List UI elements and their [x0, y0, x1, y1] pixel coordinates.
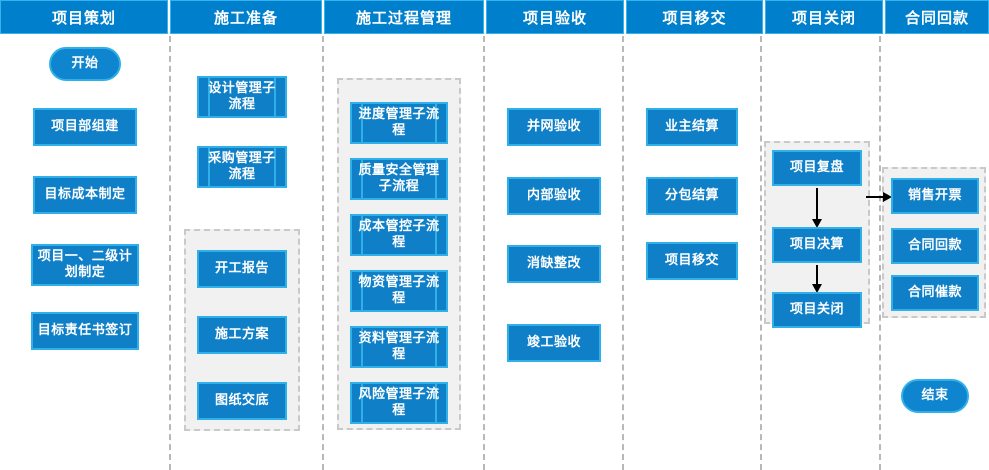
node-construction-plan[interactable]: 施工方案	[197, 316, 287, 354]
node-design-management-subprocess[interactable]: 设计管理子流程	[197, 76, 287, 118]
phase-header-label: 项目关闭	[791, 8, 856, 27]
connector-review-to-final-account	[812, 188, 822, 228]
node-project-final-account[interactable]: 项目决算	[772, 227, 862, 263]
node-label: 业主结算	[664, 119, 719, 134]
node-completion-acceptance[interactable]: 竣工验收	[507, 324, 601, 362]
phase-header-label: 合同回款	[904, 8, 969, 27]
node-label: 销售开票	[907, 188, 962, 203]
node-start-work-report[interactable]: 开工报告	[197, 250, 287, 288]
phase-header-row: 项目策划 施工准备 施工过程管理 项目验收 项目移交 项目关闭 合同回款	[0, 0, 989, 34]
node-label: 风险管理子流程	[358, 387, 440, 418]
node-label: 项目一、二级计划制定	[37, 249, 133, 280]
node-owner-settlement[interactable]: 业主结算	[646, 108, 738, 146]
node-subcontract-settlement[interactable]: 分包结算	[646, 177, 738, 215]
phase-header-handover[interactable]: 项目移交	[626, 0, 763, 34]
node-label: 竣工验收	[526, 335, 581, 350]
node-internal-acceptance[interactable]: 内部验收	[507, 177, 601, 215]
node-label: 合同回款	[907, 238, 962, 253]
phase-header-label: 施工过程管理	[355, 8, 452, 27]
node-target-cost[interactable]: 目标成本制定	[33, 176, 137, 214]
node-label: 物资管理子流程	[358, 275, 440, 306]
node-end[interactable]: 结束	[901, 379, 969, 413]
node-label: 目标成本制定	[44, 187, 126, 202]
phase-header-preparation[interactable]: 施工准备	[170, 0, 322, 34]
node-label: 设计管理子流程	[208, 81, 276, 112]
node-cost-control-subprocess[interactable]: 成本管控子流程	[350, 214, 448, 256]
node-risk-management-subprocess[interactable]: 风险管理子流程	[350, 382, 448, 424]
node-label: 内部验收	[526, 188, 581, 203]
node-label: 开工报告	[214, 261, 269, 276]
phase-header-label: 项目移交	[662, 8, 727, 27]
node-contract-payment[interactable]: 合同回款	[891, 228, 979, 264]
phase-header-label: 项目策划	[51, 8, 116, 27]
node-drawing-disclosure[interactable]: 图纸交底	[197, 382, 287, 420]
node-label: 项目复盘	[789, 160, 844, 175]
node-label: 消缺整改	[526, 256, 581, 271]
node-label: 合同催款	[907, 285, 962, 300]
node-start[interactable]: 开始	[49, 47, 121, 81]
connector-close-to-sales-invoice	[866, 192, 892, 202]
connector-final-account-to-close	[812, 265, 822, 293]
phase-header-acceptance[interactable]: 项目验收	[486, 0, 624, 34]
node-project-team-setup[interactable]: 项目部组建	[33, 108, 137, 146]
phase-header-closure[interactable]: 项目关闭	[765, 0, 883, 34]
node-project-close[interactable]: 项目关闭	[772, 292, 862, 328]
node-project-review[interactable]: 项目复盘	[772, 150, 862, 186]
node-label: 项目移交	[664, 253, 719, 268]
node-level-plans[interactable]: 项目一、二级计划制定	[31, 244, 139, 286]
node-label: 结束	[921, 388, 949, 403]
node-label: 开始	[71, 56, 99, 71]
node-grid-connection-acceptance[interactable]: 并网验收	[507, 108, 601, 146]
node-contract-payment-reminder[interactable]: 合同催款	[891, 275, 979, 311]
node-label: 并网验收	[526, 119, 581, 134]
phase-header-label: 施工准备	[213, 8, 278, 27]
node-label: 施工方案	[214, 327, 269, 342]
node-sales-invoice[interactable]: 销售开票	[891, 178, 979, 214]
phase-header-planning[interactable]: 项目策划	[0, 0, 168, 34]
lane-divider-6	[879, 36, 881, 470]
node-quality-safety-management-subprocess[interactable]: 质量安全管理子流程	[350, 158, 448, 200]
node-label: 成本管控子流程	[358, 219, 440, 250]
phase-header-collection[interactable]: 合同回款	[885, 0, 989, 34]
node-material-management-subprocess[interactable]: 物资管理子流程	[350, 270, 448, 312]
node-procurement-management-subprocess[interactable]: 采购管理子流程	[197, 146, 287, 188]
node-label: 采购管理子流程	[208, 151, 276, 182]
node-defect-rectification[interactable]: 消缺整改	[507, 245, 601, 283]
node-schedule-management-subprocess[interactable]: 进度管理子流程	[350, 102, 448, 144]
node-responsibility-agreement[interactable]: 目标责任书签订	[31, 312, 139, 350]
node-label: 项目决算	[789, 237, 844, 252]
lane-divider-3	[483, 36, 485, 470]
node-label: 项目部组建	[51, 119, 119, 134]
node-label: 质量安全管理子流程	[358, 163, 440, 194]
lane-divider-4	[622, 36, 624, 470]
phase-header-execution[interactable]: 施工过程管理	[324, 0, 484, 34]
node-label: 进度管理子流程	[358, 107, 440, 138]
node-label: 目标责任书签订	[37, 323, 133, 338]
phase-header-label: 项目验收	[522, 8, 587, 27]
node-project-handover[interactable]: 项目移交	[646, 242, 738, 280]
node-document-management-subprocess[interactable]: 资料管理子流程	[350, 326, 448, 368]
node-label: 图纸交底	[214, 393, 269, 408]
lane-divider-5	[760, 36, 762, 470]
node-label: 资料管理子流程	[358, 331, 440, 362]
lane-divider-2	[322, 36, 324, 470]
node-label: 项目关闭	[789, 302, 844, 317]
node-label: 分包结算	[664, 188, 719, 203]
lane-divider-1	[169, 36, 171, 470]
